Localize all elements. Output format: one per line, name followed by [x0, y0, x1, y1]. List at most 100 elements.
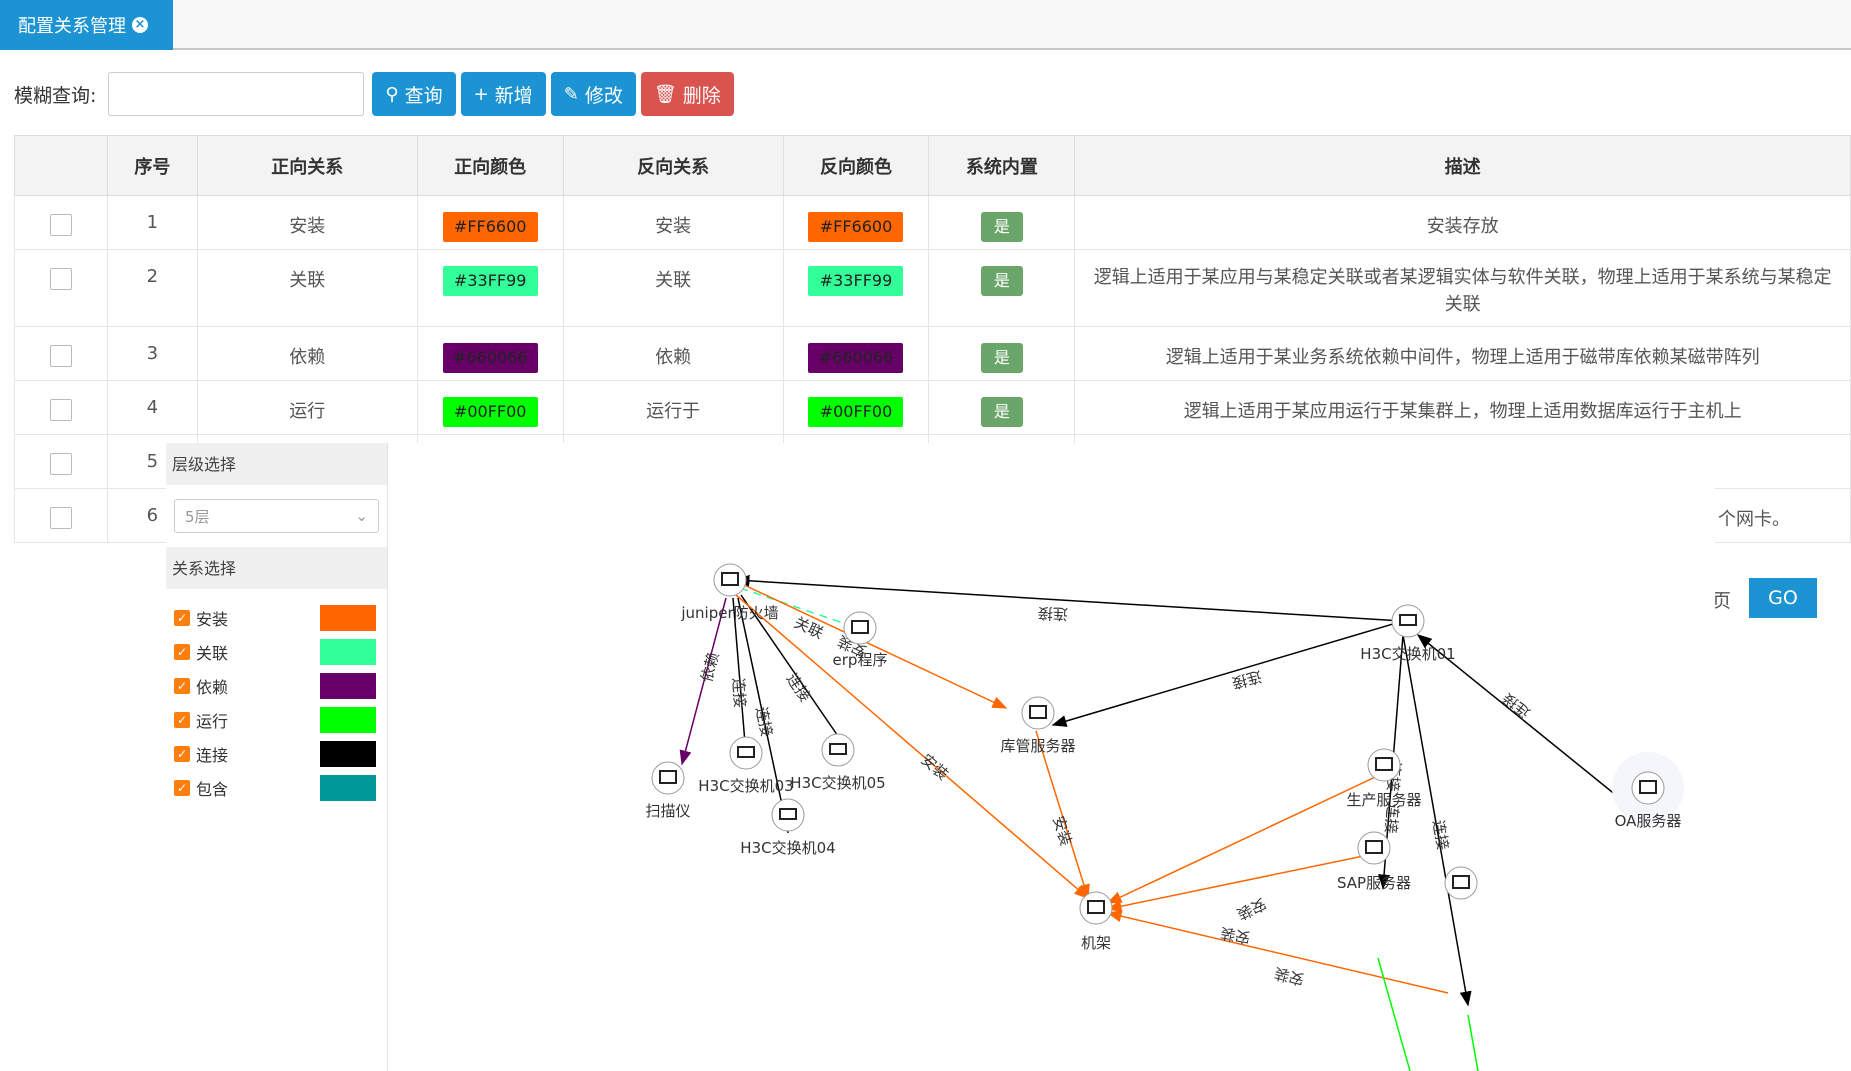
forward-color-badge: #33FF99 — [442, 266, 538, 296]
relation-item[interactable]: ✓ 运行 — [166, 703, 387, 737]
node-erp[interactable]: erp程序 — [833, 611, 888, 669]
row-checkbox[interactable] — [49, 507, 72, 529]
relation-item[interactable]: ✓ 关联 — [166, 635, 387, 669]
cell-no: 1 — [106, 195, 198, 250]
edge-label: 关联 — [791, 613, 826, 642]
relation-color — [320, 605, 376, 631]
switch-icon — [1399, 614, 1417, 626]
switch-icon — [779, 808, 797, 820]
cell-reverse: 安装 — [562, 195, 784, 250]
close-icon[interactable]: × — [132, 17, 148, 33]
checkbox-checked-icon[interactable]: ✓ — [174, 644, 190, 660]
table-row[interactable]: 3 依赖 #660066 依赖 #660066 是 逻辑上适用于某业务系统依赖中… — [14, 326, 1851, 381]
header-check — [14, 135, 108, 196]
pager-go-button[interactable]: GO — [1749, 578, 1817, 618]
edge-run — [1377, 957, 1411, 1071]
edge-install — [739, 582, 1008, 709]
svg-text:扫描仪: 扫描仪 — [645, 802, 690, 820]
relation-color — [320, 741, 376, 767]
row-checkbox[interactable] — [49, 345, 72, 367]
node-juniper[interactable]: juniper防火墙 — [680, 563, 779, 622]
row-checkbox[interactable] — [49, 268, 72, 290]
relation-item[interactable]: ✓ 依赖 — [166, 669, 387, 703]
server-icon — [851, 620, 869, 634]
relation-item[interactable]: ✓ 连接 — [166, 737, 387, 771]
table-row[interactable]: 2 关联 #33FF99 关联 #33FF99 是 逻辑上适用于某应用与某稳定关… — [14, 249, 1851, 327]
edit-button[interactable]: ✎ 修改 — [550, 72, 636, 116]
reverse-color-badge: #00FF00 — [808, 397, 904, 427]
svg-text:OA服务器: OA服务器 — [1615, 812, 1682, 830]
relation-item[interactable]: ✓ 包含 — [166, 771, 387, 805]
topology-graph[interactable]: 连接 连接 连接 连接 连接 连接 连接 连接 连接 依赖 关联 安装 安装 安… — [388, 443, 1715, 1071]
cell-desc: 逻辑上适用于某业务系统依赖中间件，物理上适用于磁带库依赖某磁带阵列 — [1074, 326, 1851, 381]
edge-connect — [1402, 634, 1472, 1007]
node-h3c03[interactable]: H3C交换机03 — [698, 736, 794, 795]
builtin-badge: 是 — [980, 343, 1023, 373]
header-forward-color: 正向颜色 — [416, 135, 564, 196]
svg-text:erp程序: erp程序 — [833, 651, 888, 669]
edge-connect — [1416, 634, 1639, 814]
reverse-color-badge: #FF6600 — [808, 212, 904, 242]
svg-text:H3C交换机05: H3C交换机05 — [790, 774, 885, 792]
pencil-icon: ✎ — [563, 83, 579, 105]
header-reverse: 反向关系 — [562, 135, 784, 196]
node-oa[interactable]: OA服务器 — [1612, 752, 1684, 830]
tab-config-relation[interactable]: 配置关系管理 × — [0, 0, 173, 50]
edge-connect — [734, 574, 1404, 622]
node-h3c05[interactable]: H3C交换机05 — [790, 733, 886, 792]
row-checkbox[interactable] — [49, 214, 72, 236]
pager-page-label: 页 — [1712, 590, 1732, 612]
checkbox-checked-icon[interactable]: ✓ — [174, 746, 190, 762]
checkbox-checked-icon[interactable]: ✓ — [174, 678, 190, 694]
node-saomiao[interactable]: 扫描仪 — [645, 761, 691, 820]
row-checkbox[interactable] — [49, 453, 72, 475]
edge-install — [735, 594, 1090, 899]
checkbox-checked-icon[interactable]: ✓ — [174, 780, 190, 796]
cell-reverse: 运行于 — [562, 380, 784, 435]
table-row[interactable]: 1 安装 #FF6600 安装 #FF6600 是 安装存放 — [14, 195, 1851, 250]
checkbox-checked-icon[interactable]: ✓ — [174, 712, 190, 728]
node-kuguan[interactable]: 库管服务器 — [1000, 696, 1076, 755]
cell-reverse: 关联 — [562, 249, 784, 327]
level-title: 层级选择 — [166, 443, 387, 485]
checkbox-checked-icon[interactable]: ✓ — [174, 610, 190, 626]
node-shengchan[interactable]: 生产服务器 — [1346, 748, 1422, 809]
tab-title: 配置关系管理 — [18, 16, 126, 37]
node-unlabeled[interactable] — [1444, 866, 1478, 900]
cell-forward: 安装 — [196, 195, 418, 250]
header-no: 序号 — [106, 135, 198, 196]
toolbar: 模糊查询: ⚲ 查询 + 新增 ✎ 修改 🗑 删除 — [14, 72, 739, 116]
level-select[interactable]: 5层 ⌄ — [174, 499, 379, 533]
search-input[interactable] — [108, 72, 365, 116]
edge-relate — [739, 587, 847, 625]
server-icon — [721, 572, 739, 586]
reverse-color-badge: #33FF99 — [808, 266, 904, 296]
cell-reverse: 依赖 — [562, 326, 784, 381]
node-jijia[interactable]: 机架 — [1079, 891, 1113, 952]
edge-install — [1035, 730, 1090, 900]
row-checkbox[interactable] — [49, 399, 72, 421]
edge-connect — [1051, 620, 1404, 727]
edge-run — [1467, 1014, 1479, 1071]
relation-item[interactable]: ✓ 安装 — [166, 601, 387, 635]
builtin-badge: 是 — [980, 397, 1023, 427]
cell-forward: 依赖 — [196, 326, 418, 381]
edge-install — [1106, 852, 1379, 913]
trash-icon: 🗑 — [653, 83, 677, 105]
node-sap[interactable]: SAP服务器 — [1337, 831, 1411, 892]
query-button[interactable]: ⚲ 查询 — [372, 72, 456, 116]
server-icon — [1375, 757, 1393, 771]
search-label: 模糊查询: — [14, 84, 97, 107]
edge-depend — [679, 597, 727, 766]
add-button[interactable]: + 新增 — [460, 72, 546, 116]
svg-text:H3C交换机03: H3C交换机03 — [698, 777, 793, 795]
node-h3c01[interactable]: H3C交换机01 — [1360, 604, 1456, 663]
server-icon — [1029, 705, 1047, 719]
edge-install — [1106, 770, 1389, 904]
edge-label: 安装 — [1219, 924, 1252, 947]
builtin-badge: 是 — [980, 212, 1023, 242]
table-row[interactable]: 4 运行 #00FF00 运行于 #00FF00 是 逻辑上适用于某应用运行于某… — [14, 380, 1851, 435]
header-reverse-color: 反向颜色 — [782, 135, 930, 196]
node-h3c04[interactable]: H3C交换机04 — [740, 798, 836, 857]
delete-button[interactable]: 🗑 删除 — [640, 72, 734, 116]
